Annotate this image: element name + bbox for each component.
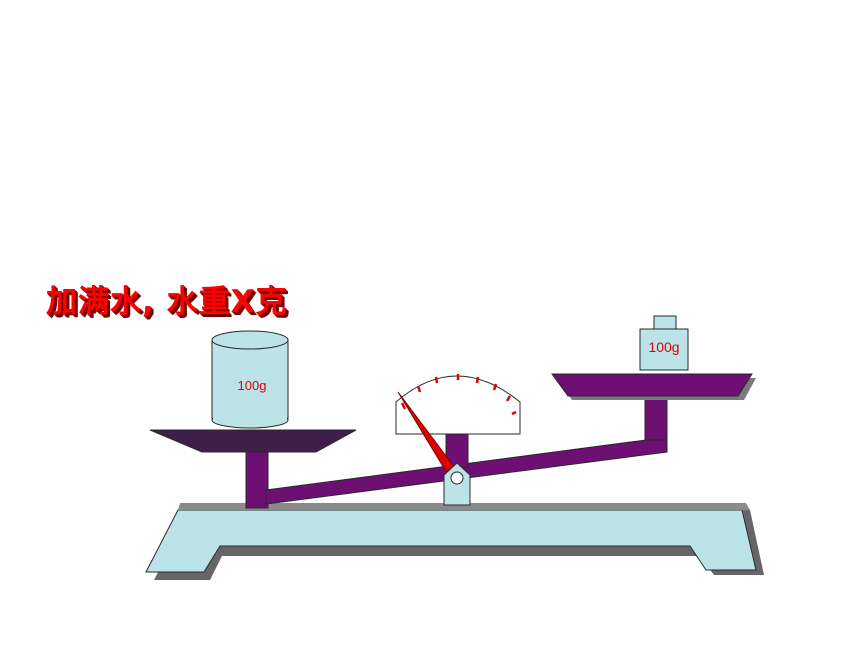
dial-face xyxy=(395,375,521,435)
weight-label: 100g xyxy=(648,339,679,355)
right-pan xyxy=(551,373,753,397)
dial-ticks xyxy=(400,374,517,416)
pivot-hole xyxy=(450,471,464,485)
caption: 加满水, 水重X克 xyxy=(46,284,288,320)
water-container xyxy=(211,330,289,429)
scale-base xyxy=(145,509,757,573)
container-label: 100g xyxy=(238,378,267,393)
left-pan xyxy=(149,429,357,453)
weight-block xyxy=(639,315,689,371)
base-top-strip xyxy=(178,503,750,510)
left-post xyxy=(245,451,269,509)
